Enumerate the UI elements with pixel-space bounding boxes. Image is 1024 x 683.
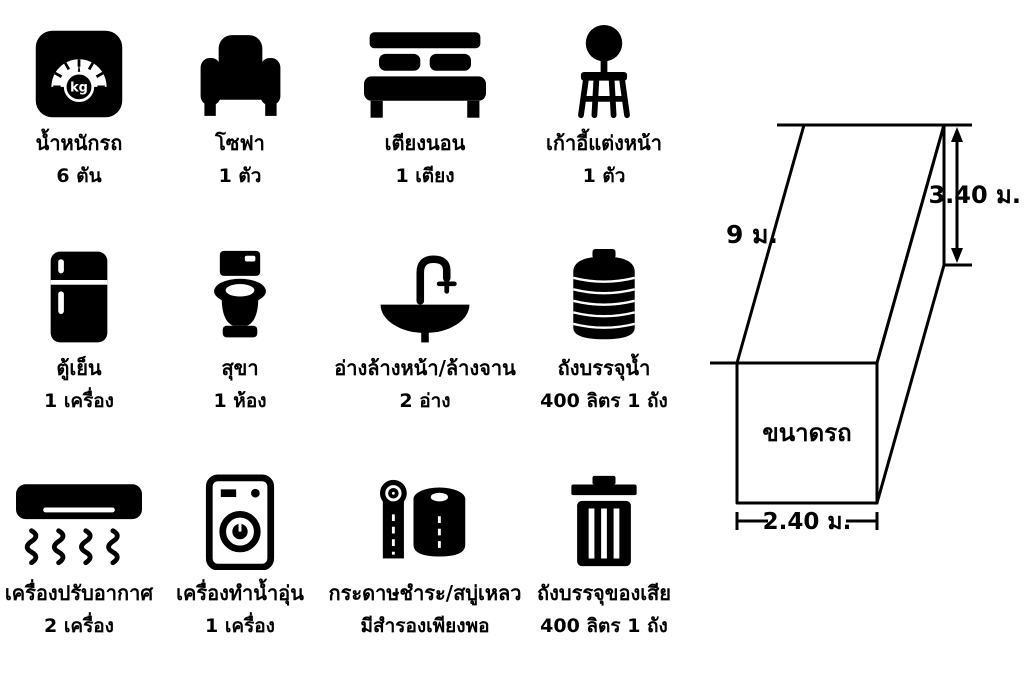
item-label: ตู้เย็น bbox=[56, 356, 102, 380]
item-value: 1 เครื่อง bbox=[44, 390, 114, 412]
item-label: ถังบรรจุน้ำ bbox=[557, 356, 651, 380]
water-heater-icon bbox=[204, 466, 276, 570]
item-value: 2 อ่าง bbox=[399, 390, 451, 412]
item-label: เตียงนอน bbox=[384, 131, 466, 155]
width-dimension bbox=[735, 512, 879, 530]
item-label: น้ำหนักรถ bbox=[35, 131, 123, 155]
item-waste-tank: ถังบรรจุของเสีย 400 ลิตร 1 ถัง bbox=[524, 466, 684, 683]
item-bed: เตียงนอน 1 เตียง bbox=[326, 16, 524, 241]
item-value: 2 เครื่อง bbox=[44, 615, 114, 637]
item-value: 1 เครื่อง bbox=[205, 615, 275, 637]
item-vehicle-weight: kg น้ำหนักรถ 6 ตัน bbox=[4, 16, 154, 241]
items-grid: kg น้ำหนักรถ 6 ตัน โซฟา 1 ตัว bbox=[4, 16, 684, 683]
item-sofa: โซฟา 1 ตัว bbox=[154, 16, 326, 241]
sofa-icon bbox=[193, 16, 288, 120]
toilet-icon bbox=[206, 241, 274, 345]
trash-bin-icon bbox=[561, 466, 647, 570]
item-value: 1 เตียง bbox=[395, 165, 455, 187]
height-dimension bbox=[944, 123, 972, 267]
item-toilet: สุขา 1 ห้อง bbox=[154, 241, 326, 466]
paper-rolls-icon bbox=[379, 466, 471, 570]
item-value: 400 ลิตร 1 ถัง bbox=[540, 390, 668, 412]
kg-text: kg bbox=[70, 80, 88, 95]
box-front-face bbox=[735, 361, 879, 505]
item-value: 1 ตัว bbox=[582, 165, 626, 187]
item-label: โซฟา bbox=[215, 131, 265, 155]
width-label: 2.40 ม. bbox=[763, 509, 852, 535]
item-water-tank: ถังบรรจุน้ำ 400 ลิตร 1 ถัง bbox=[524, 241, 684, 466]
refrigerator-icon bbox=[45, 241, 113, 345]
item-label: ถังบรรจุของเสีย bbox=[537, 581, 671, 605]
item-air-conditioner: เครื่องปรับอากาศ 2 เครื่อง bbox=[4, 466, 154, 683]
height-arrow-up bbox=[951, 127, 963, 142]
item-value: 1 ห้อง bbox=[213, 390, 267, 412]
item-value: มีสำรองเพียงพอ bbox=[360, 615, 490, 637]
item-label: เก้าอี้แต่งหน้า bbox=[546, 131, 662, 155]
sink-icon bbox=[373, 241, 477, 345]
scale-kg-icon: kg bbox=[33, 16, 125, 120]
item-water-heater: เครื่องทำน้ำอุ่น 1 เครื่อง bbox=[154, 466, 326, 683]
item-label: สุขา bbox=[221, 356, 259, 380]
item-toilet-paper-soap: กระดาษชำระ/สบู่เหลว มีสำรองเพียงพอ bbox=[326, 466, 524, 683]
chair-icon bbox=[567, 16, 641, 120]
box-face-label: ขนาดรถ bbox=[762, 419, 851, 447]
item-label: เครื่องทำน้ำอุ่น bbox=[176, 581, 304, 605]
truck-dimensions-diagram: 9 ม. 3.40 ม. 2.40 ม. ขนาดรถ bbox=[710, 123, 1021, 535]
item-value: 1 ตัว bbox=[218, 165, 262, 187]
length-dimension bbox=[710, 123, 804, 365]
item-value: 400 ลิตร 1 ถัง bbox=[540, 615, 668, 637]
water-tank-icon bbox=[565, 241, 643, 345]
item-label: อ่างล้างหน้า/ล้างจาน bbox=[334, 356, 516, 380]
bed-icon bbox=[364, 16, 486, 120]
item-refrigerator: ตู้เย็น 1 เครื่อง bbox=[4, 241, 154, 466]
item-sink: อ่างล้างหน้า/ล้างจาน 2 อ่าง bbox=[326, 241, 524, 466]
height-arrow-down bbox=[951, 248, 963, 263]
length-label: 9 ม. bbox=[726, 220, 778, 249]
item-label: เครื่องปรับอากาศ bbox=[4, 581, 154, 605]
item-value: 6 ตัน bbox=[56, 165, 102, 187]
height-label: 3.40 ม. bbox=[928, 181, 1021, 209]
item-label: กระดาษชำระ/สบู่เหลว bbox=[328, 581, 522, 605]
air-conditioner-icon bbox=[16, 466, 142, 570]
item-vanity-chair: เก้าอี้แต่งหน้า 1 ตัว bbox=[524, 16, 684, 241]
